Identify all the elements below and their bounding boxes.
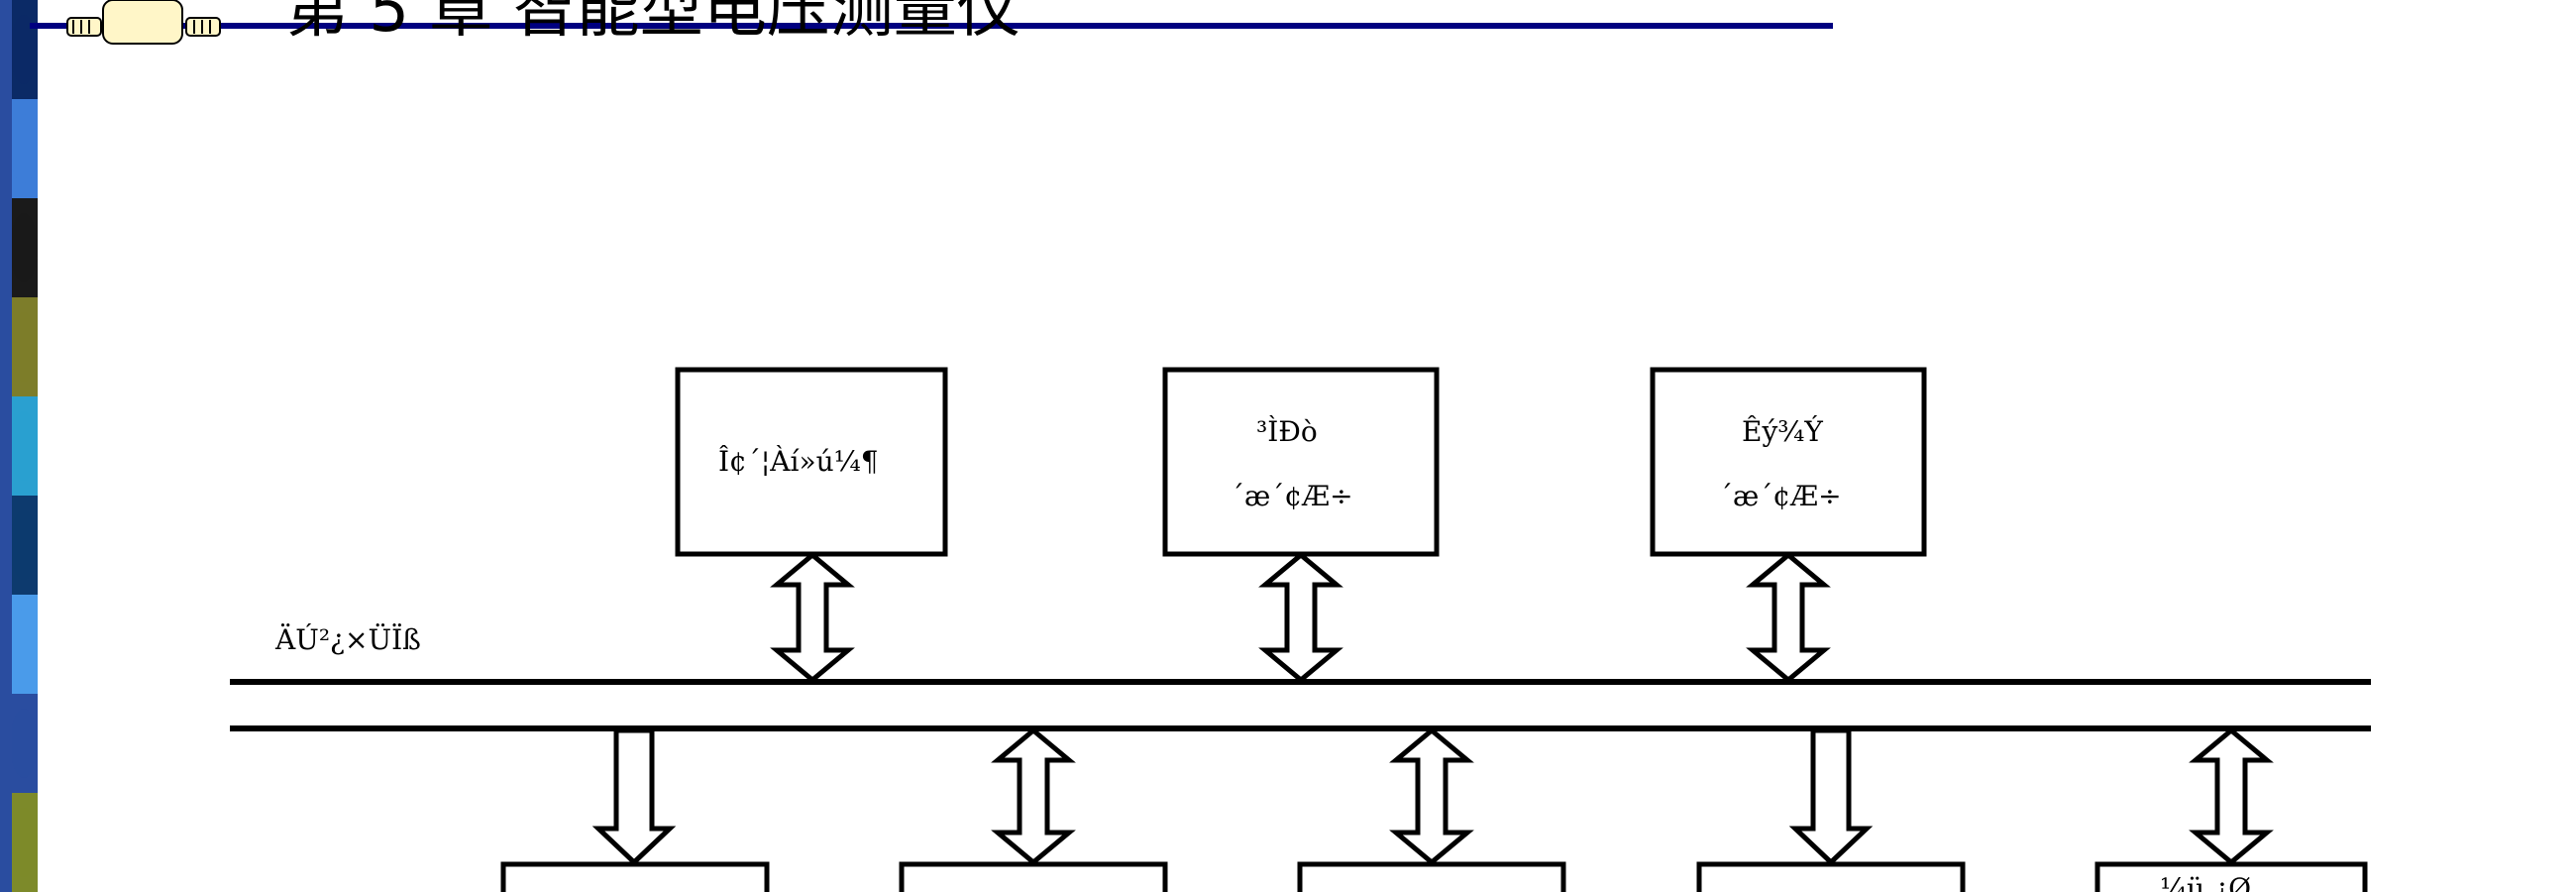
- module-top-3-label-line1: Êý¾Ý: [1742, 415, 1823, 448]
- strip-blob: [10, 213, 38, 282]
- strip-blob: [10, 709, 38, 778]
- strip-blob: [10, 312, 38, 382]
- strip-edge: [0, 0, 12, 892]
- header-rule: [30, 23, 1833, 29]
- strip-blob: [10, 510, 38, 580]
- strip-blob: [10, 114, 38, 183]
- strip-blob: [10, 808, 38, 877]
- double-arrow-top-3: [1746, 551, 1831, 684]
- module-top-3-label-line2: ´æ´¢Æ÷: [1719, 480, 1842, 512]
- module-bottom-5-label: ¼ü ¿Ø: [2160, 872, 2251, 892]
- slide-header: 第 5 章 智能型电压测量仪: [0, 0, 1843, 47]
- double-arrow-top-1: [770, 551, 855, 684]
- bus-label: ÄÚ²¿×ÜÏß: [274, 622, 421, 656]
- down-arrow-bottom-4: [1788, 727, 1874, 866]
- strip-blob: [10, 15, 38, 84]
- strip-blob: [10, 610, 38, 679]
- left-decorative-strip: [0, 0, 38, 892]
- module-bottom-1: [500, 861, 770, 892]
- module-top-2: ³ÌÐò ´æ´¢Æ÷: [1162, 367, 1440, 557]
- module-bottom-3: [1297, 861, 1566, 892]
- strip-blob: [10, 411, 38, 481]
- down-arrow-bottom-1: [591, 727, 677, 866]
- module-top-3: Êý¾Ý ´æ´¢Æ÷: [1650, 367, 1927, 557]
- module-bottom-2: [899, 861, 1168, 892]
- module-top-2-label-line1: ³ÌÐò: [1256, 415, 1318, 448]
- module-top-1: Î¢´¦Àí»ú¼¶: [675, 367, 948, 557]
- double-arrow-top-2: [1258, 551, 1343, 684]
- page-title: 第 5 章 智能型电压测量仪: [285, 0, 1020, 47]
- double-arrow-bottom-2: [991, 726, 1076, 866]
- double-arrow-bottom-5: [2189, 726, 2274, 866]
- double-arrow-bottom-3: [1389, 726, 1474, 866]
- module-bottom-4: [1696, 861, 1966, 892]
- module-bottom-5: ¼ü ¿Ø: [2094, 861, 2368, 892]
- ornament-icon: [66, 0, 221, 45]
- module-top-1-label: Î¢´¦Àí»ú¼¶: [718, 445, 879, 478]
- module-top-2-label-line2: ´æ´¢Æ÷: [1231, 480, 1353, 512]
